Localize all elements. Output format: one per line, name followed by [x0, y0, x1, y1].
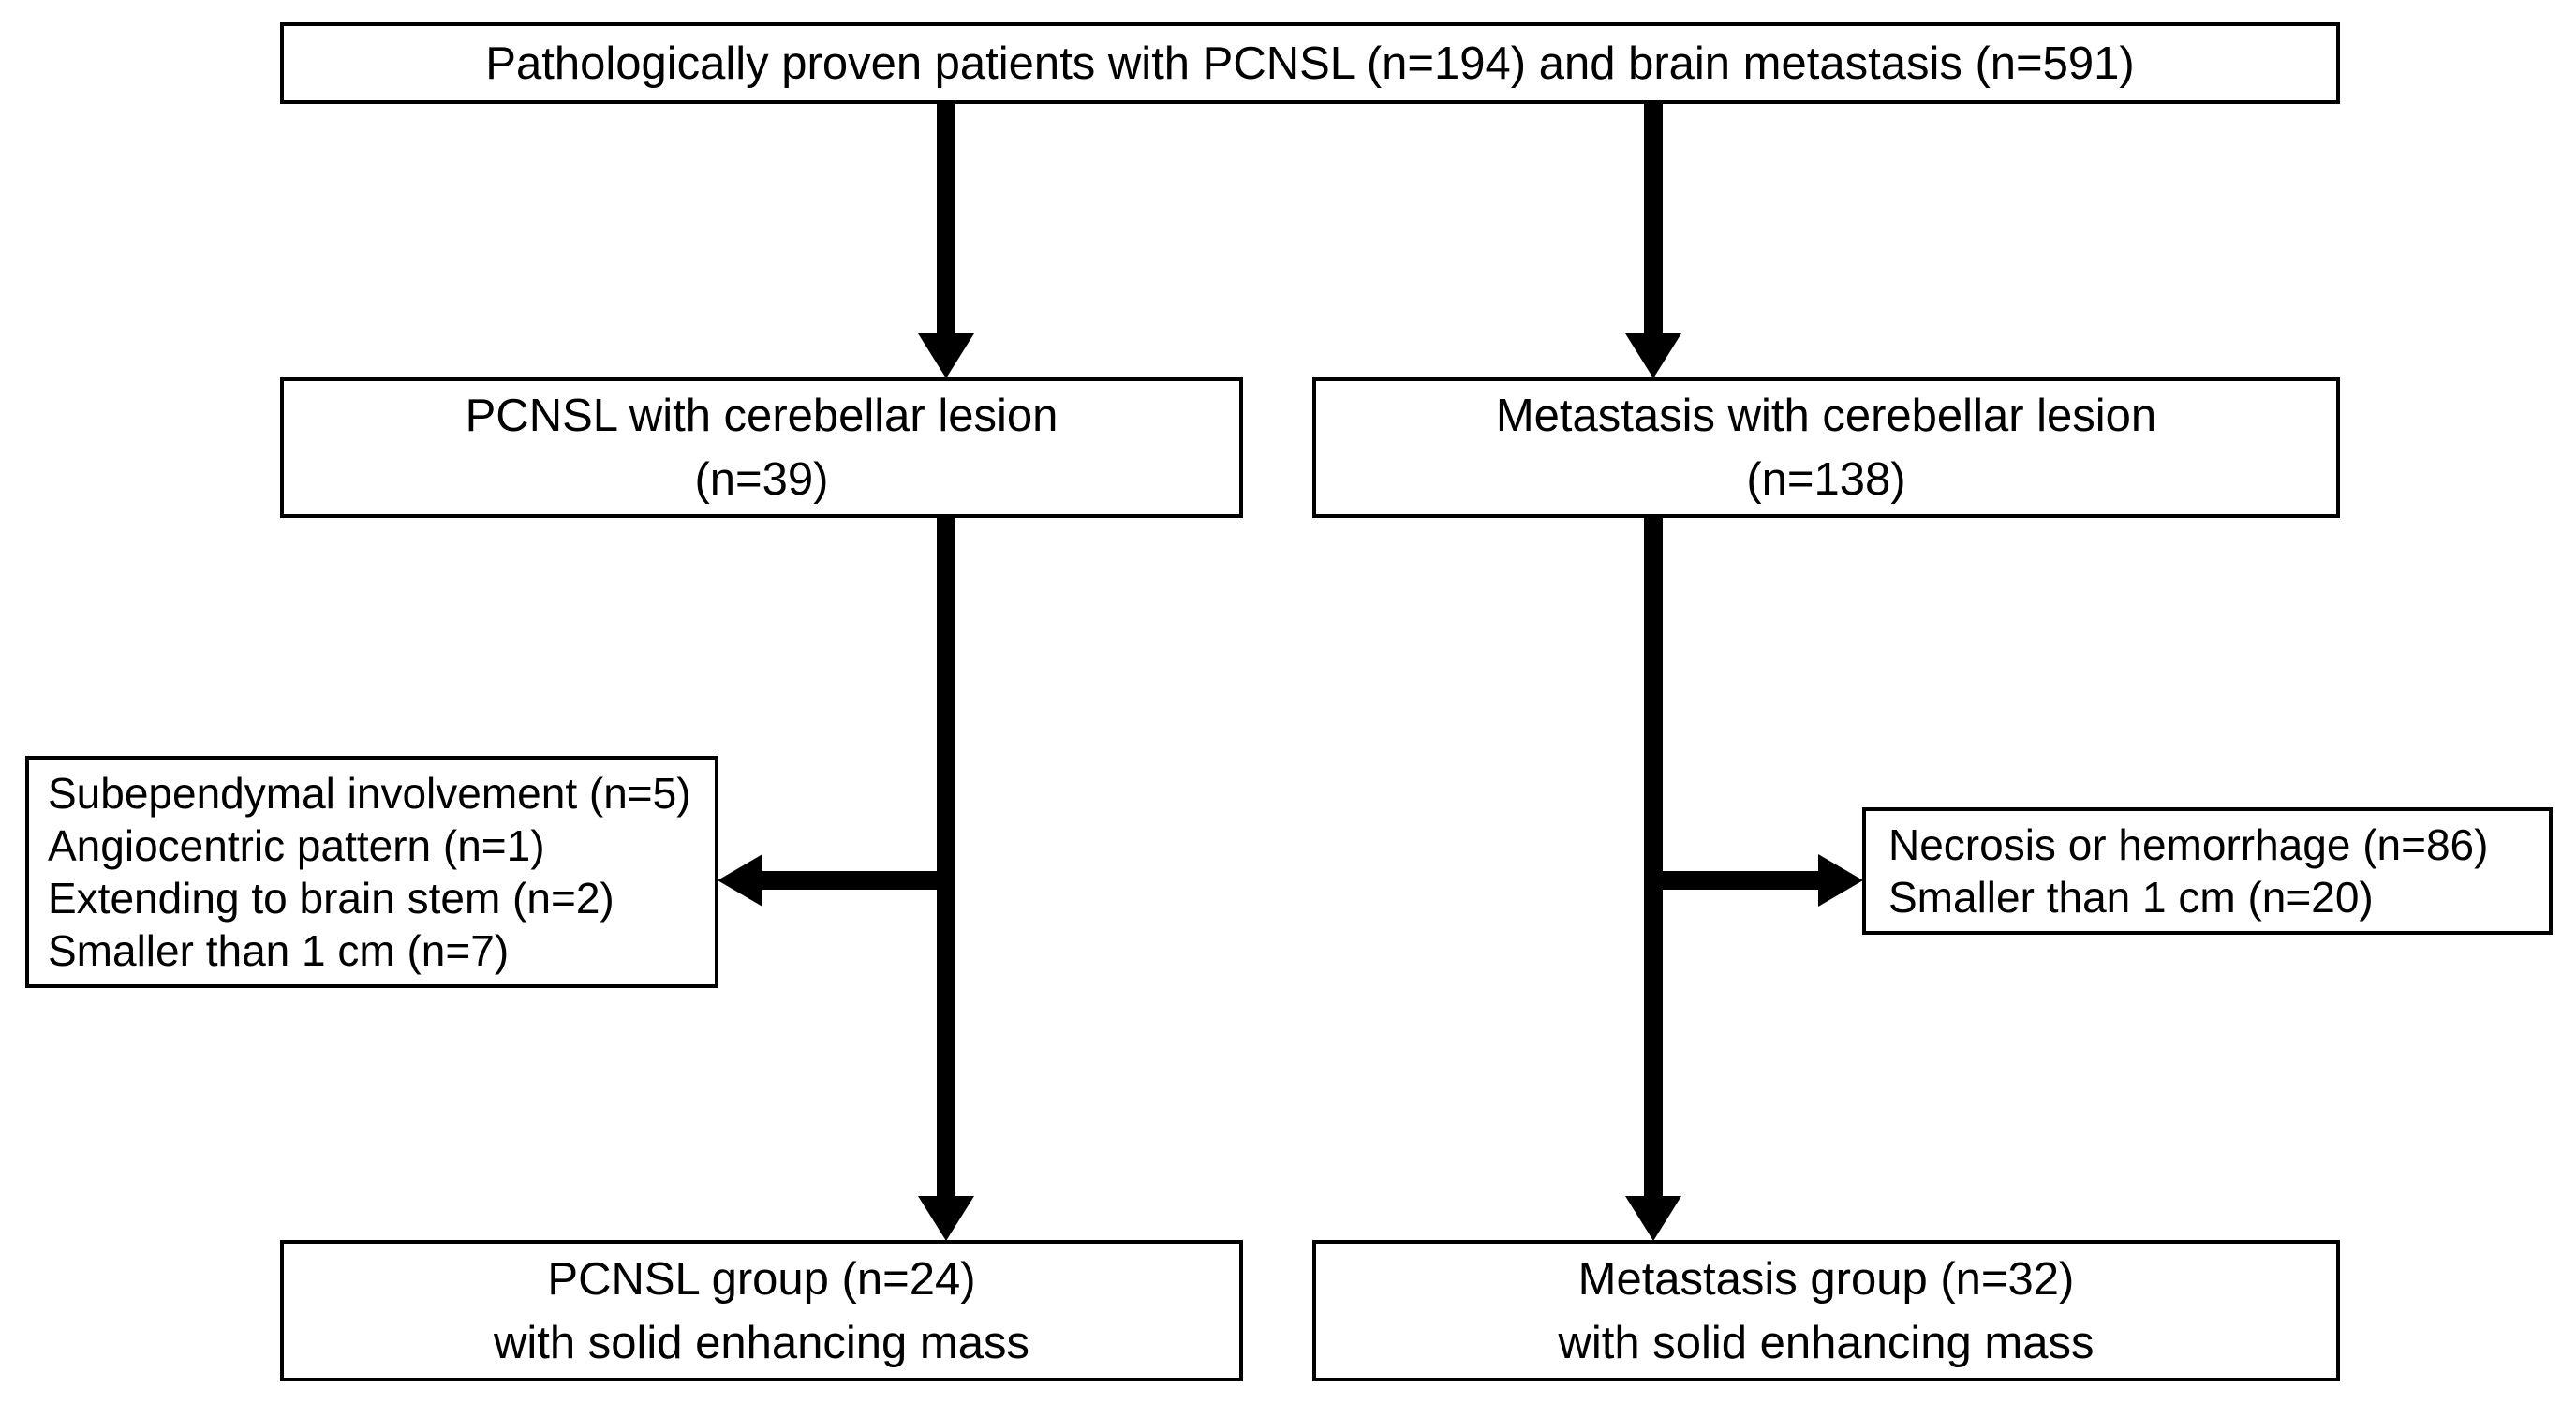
- box-line: Extending to brain stem (n=2): [48, 874, 614, 923]
- box-pcnsl-exclusions: Subependymal involvement (n=5) Angiocent…: [25, 756, 718, 988]
- arrowhead-left-icon: [718, 854, 762, 907]
- box-line: Pathologically proven patients with PCNS…: [485, 37, 2135, 89]
- arrowhead-right-icon: [1818, 854, 1863, 907]
- box-pcnsl-group: PCNSL group (n=24) with solid enhancing …: [280, 1240, 1243, 1381]
- box-line: Metastasis with cerebellar lesion: [1495, 391, 2157, 441]
- arrow-shaft: [761, 871, 940, 890]
- box-metastasis-group: Metastasis group (n=32) with solid enhan…: [1312, 1240, 2340, 1381]
- box-line: (n=39): [694, 454, 829, 505]
- box-line: with solid enhancing mass: [494, 1317, 1029, 1368]
- arrow-shaft: [1644, 102, 1663, 334]
- box-source-population: Pathologically proven patients with PCNS…: [280, 22, 2340, 104]
- box-line: PCNSL with cerebellar lesion: [465, 391, 1059, 441]
- arrow-shaft: [1644, 515, 1663, 1197]
- box-line: Angiocentric pattern (n=1): [48, 821, 545, 870]
- box-line: (n=138): [1746, 454, 1906, 505]
- box-line: Smaller than 1 cm (n=20): [1888, 873, 2374, 922]
- box-line: Subependymal involvement (n=5): [48, 769, 691, 818]
- box-line: with solid enhancing mass: [1558, 1317, 2095, 1368]
- arrowhead-down-icon: [1625, 333, 1681, 378]
- box-metastasis-exclusions: Necrosis or hemorrhage (n=86) Smaller th…: [1862, 807, 2553, 935]
- arrow-shaft: [937, 517, 955, 1197]
- box-line: Metastasis group (n=32): [1577, 1253, 2075, 1305]
- box-metastasis-cerebellar-lesion: Metastasis with cerebellar lesion (n=138…: [1312, 377, 2340, 518]
- arrow-shaft: [937, 102, 955, 334]
- box-pcnsl-cerebellar-lesion: PCNSL with cerebellar lesion (n=39): [280, 377, 1243, 518]
- box-line: PCNSL group (n=24): [547, 1253, 976, 1305]
- arrowhead-down-icon: [918, 333, 974, 378]
- box-line: Smaller than 1 cm (n=7): [48, 926, 510, 975]
- arrowhead-down-icon: [1625, 1196, 1681, 1241]
- arrow-shaft: [1659, 871, 1820, 890]
- arrowhead-down-icon: [918, 1196, 974, 1241]
- box-line: Necrosis or hemorrhage (n=86): [1888, 820, 2489, 869]
